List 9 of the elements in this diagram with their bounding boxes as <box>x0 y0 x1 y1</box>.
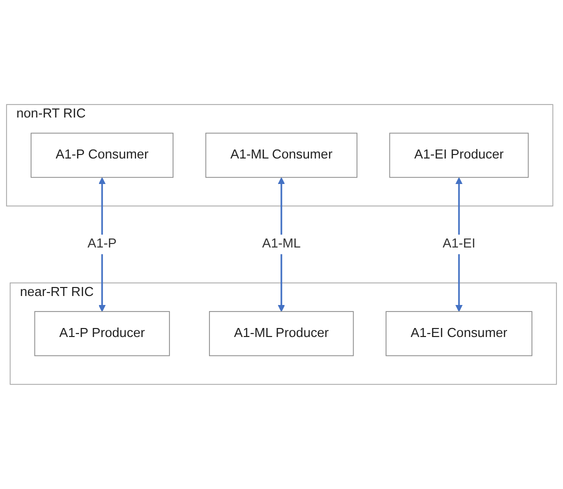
node-box: A1-EI Producer <box>389 132 529 178</box>
node-box: A1-P Consumer <box>30 132 174 178</box>
edge-label: A1-P <box>88 237 117 252</box>
edge-label: A1-EI <box>442 237 476 252</box>
node-box: A1-EI Consumer <box>386 311 532 356</box>
edge-label: A1-ML <box>262 237 301 252</box>
node-box: A1-ML Producer <box>209 311 354 356</box>
node-box: A1-P Producer <box>34 311 170 356</box>
node-box: A1-ML Consumer <box>205 132 358 178</box>
